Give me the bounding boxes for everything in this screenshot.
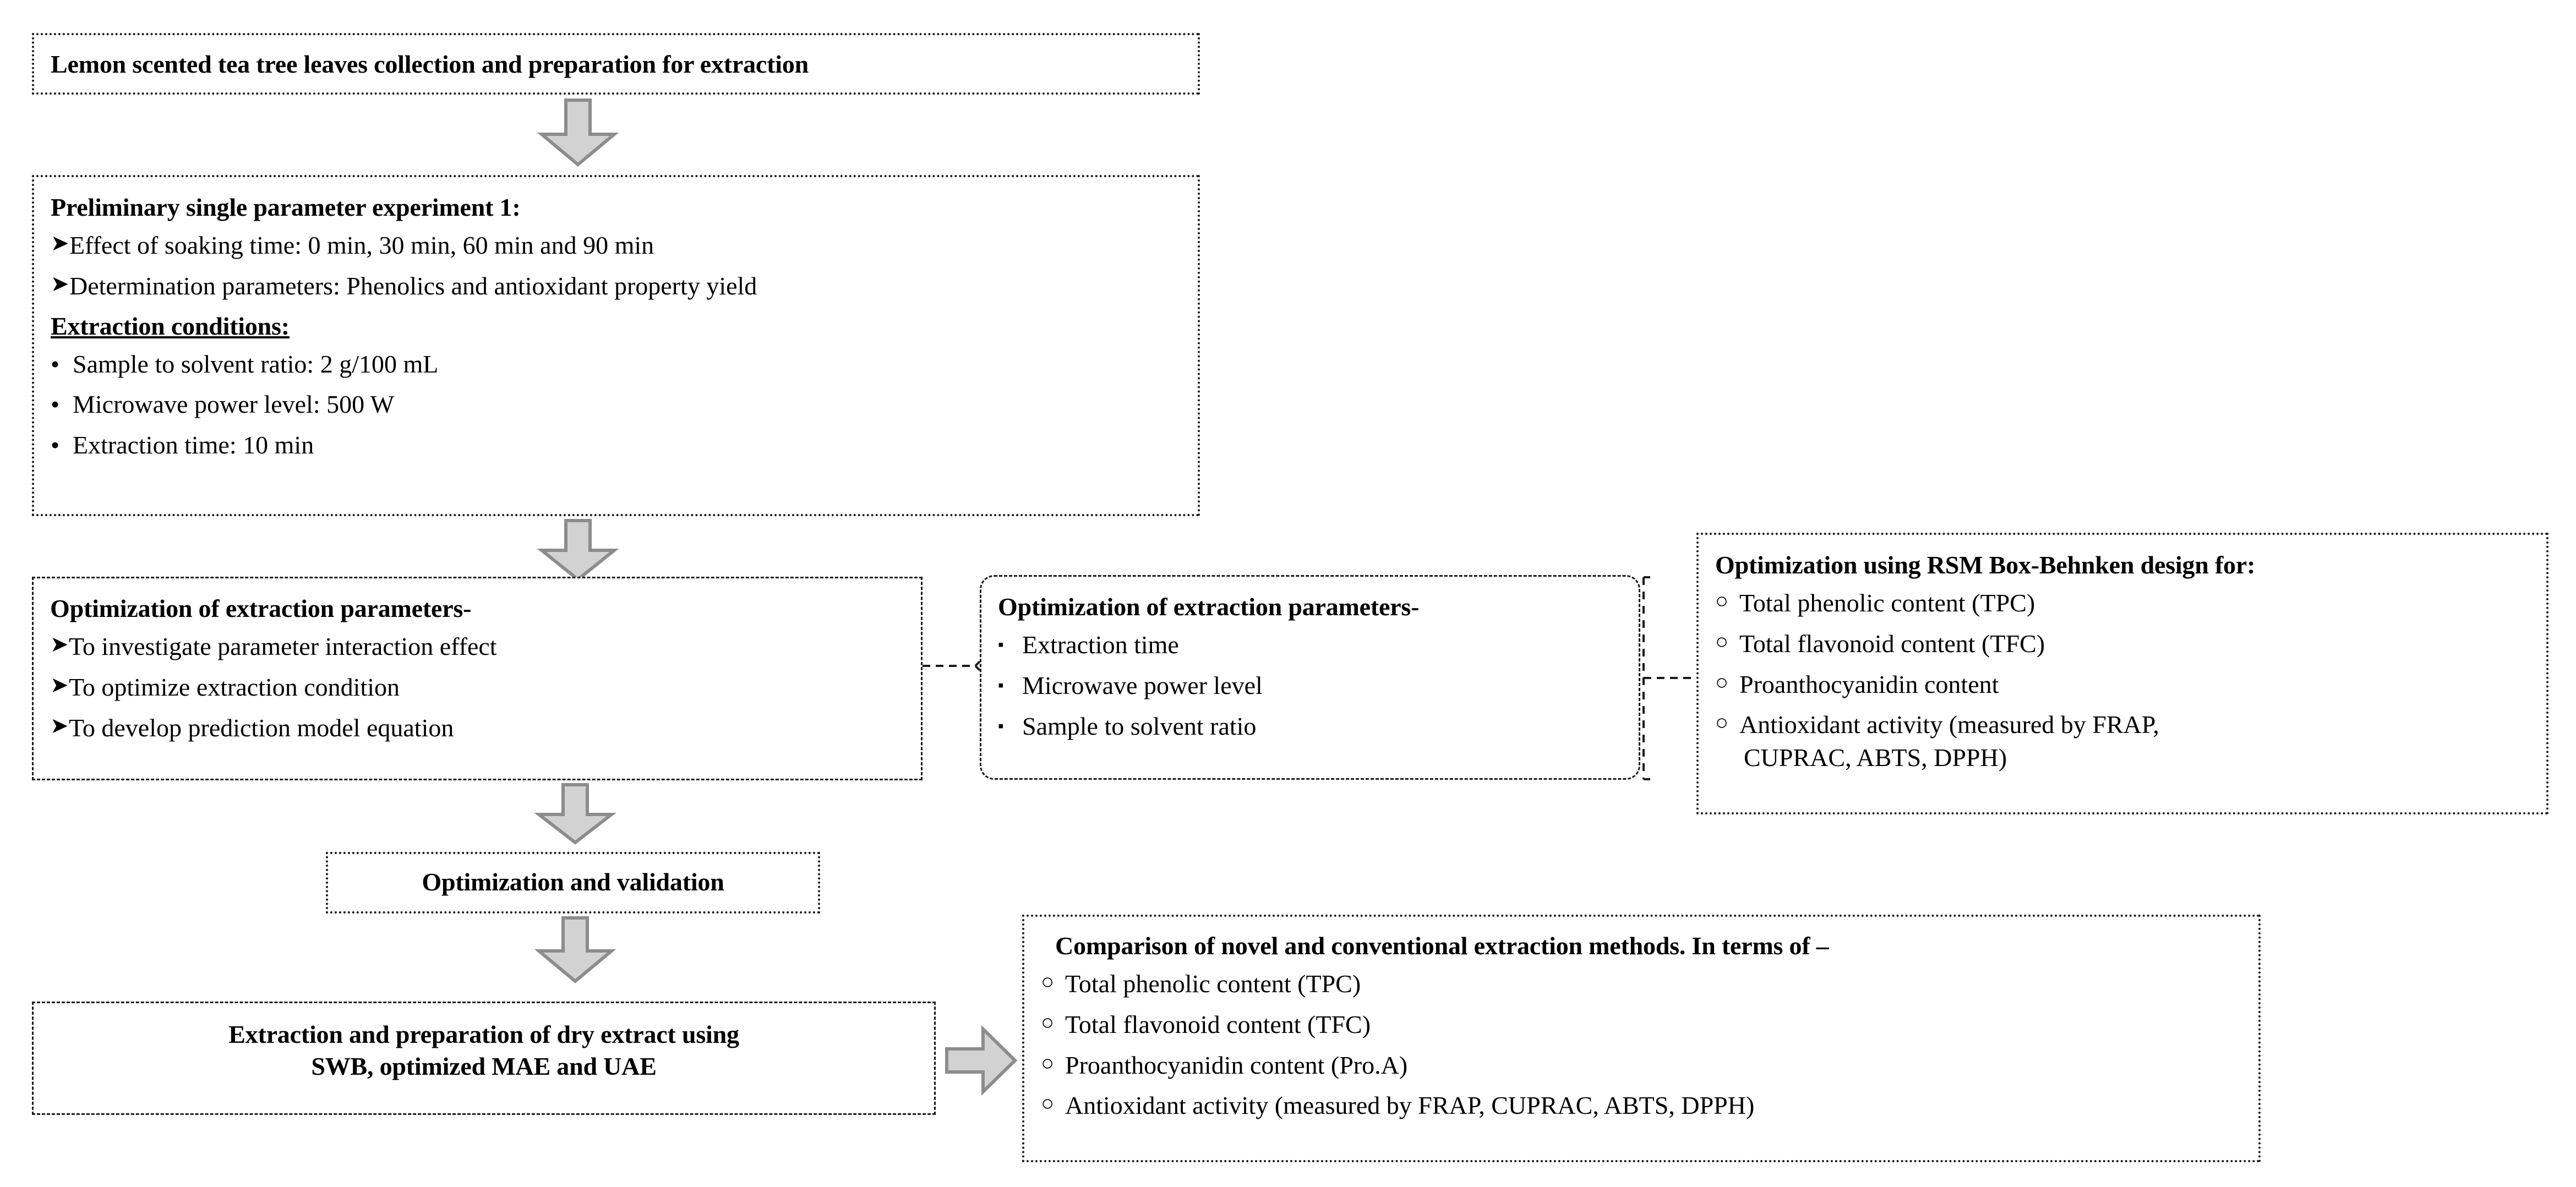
arrow-bullet-icon: ➤ [51,271,69,296]
node-preliminary: Preliminary single parameter experiment … [32,175,1200,516]
down-arrow-3 [534,783,616,845]
node-collection: Lemon scented tea tree leaves collection… [32,33,1200,95]
node-optimization-middle-heading: Optimization of extraction parameters- [998,593,1420,621]
down-arrow-2 [537,519,619,582]
dot-bullet-icon: • [51,431,60,460]
list-item: • Extraction time: 10 min [51,429,1181,462]
node-rsm-heading: Optimization using RSM Box-Behnken desig… [1715,551,2256,579]
list-item-label: Extraction time: 10 min [73,431,314,460]
list-item: ➤ Determination parameters: Phenolics an… [51,270,1181,303]
list-item-label: Proanthocyanidin content (Pro.A) [1065,1051,1408,1079]
list-item-label: Extraction time [1022,630,1179,659]
list-item: ○ Total phenolic content (TPC) [1715,587,2530,620]
square-bullet-icon: ▪ [998,635,1004,654]
bracket-connector-middle-to-rsm [1642,576,1693,780]
list-item: • Microwave power level: 500 W [51,388,1181,421]
list-item: ○ Total phenolic content (TPC) [1041,967,2242,1000]
circle-bullet-icon: ○ [1715,628,1729,654]
node-comparison-heading: Comparison of novel and conventional ext… [1055,932,1829,960]
node-rsm: Optimization using RSM Box-Behnken desig… [1696,533,2548,814]
list-item-label: Antioxidant activity (measured by FRAP, [1739,710,2159,739]
list-item-label: To optimize extraction condition [69,672,400,701]
list-item: ○ Total flavonoid content (TFC) [1715,627,2530,660]
list-item-label: To develop prediction model equation [69,713,454,742]
node-optimization-middle: Optimization of extraction parameters- ▪… [980,575,1640,780]
list-item: ○ Proanthocyanidin content [1715,668,2530,701]
node-preliminary-subheading: Extraction conditions: [51,311,290,340]
list-item: ○ Total flavonoid content (TFC) [1041,1008,2242,1041]
node-comparison: Comparison of novel and conventional ext… [1022,915,2261,1162]
circle-bullet-icon: ○ [1041,1009,1055,1035]
node-extraction-heading-line-2: SWB, optimized MAE and UAE [311,1052,657,1080]
list-item-label: Sample to solvent ratio [1022,712,1257,740]
list-item-label: Proanthocyanidin content [1739,670,1999,698]
list-item: ➤ To investigate parameter interaction e… [50,630,904,663]
list-item: ○ Antioxidant activity (measured by FRAP… [1715,708,2530,774]
circle-bullet-icon: ○ [1715,588,1729,613]
circle-bullet-icon: ○ [1041,1091,1055,1116]
node-preliminary-heading: Preliminary single parameter experiment … [51,193,521,221]
dot-bullet-icon: • [51,349,60,378]
list-item-label: Total phenolic content (TPC) [1739,588,2035,617]
node-validation: Optimization and validation [326,852,820,914]
arrow-bullet-icon: ➤ [50,672,69,697]
list-item: ➤ To develop prediction model equation [50,712,904,745]
list-item-label: Microwave power level [1022,671,1263,699]
list-item-label: Total flavonoid content (TFC) [1065,1010,1371,1038]
node-optimization-left-heading: Optimization of extraction parameters- [50,594,472,622]
arrow-bullet-icon: ➤ [50,631,69,657]
circle-bullet-icon: ○ [1041,1050,1055,1075]
list-item: ○ Proanthocyanidin content (Pro.A) [1041,1049,2242,1082]
list-item: ○ Antioxidant activity (measured by FRAP… [1041,1089,2242,1122]
list-item: ▪ Sample to solvent ratio [998,710,1622,743]
elbow-connector-left-to-middle [923,660,981,671]
list-item-label: Total flavonoid content (TFC) [1739,629,2045,658]
circle-bullet-icon: ○ [1715,710,1729,735]
list-item-label: Antioxidant activity (measured by FRAP, … [1065,1091,1755,1120]
node-optimization-left: Optimization of extraction parameters- ➤… [32,577,923,780]
circle-bullet-icon: ○ [1715,669,1729,694]
down-arrow-4 [534,916,616,983]
list-item: ▪ Extraction time [998,628,1622,661]
list-item-label: Determination parameters: Phenolics and … [69,271,757,300]
arrow-bullet-icon: ➤ [50,713,69,738]
list-item: • Sample to solvent ratio: 2 g/100 mL [51,348,1181,381]
list-item: ➤ Effect of soaking time: 0 min, 30 min,… [51,229,1181,262]
list-item-label: Total phenolic content (TPC) [1065,969,1361,998]
list-item-label-continuation: CUPRAC, ABTS, DPPH) [1744,743,2007,772]
node-extraction-heading-line-1: Extraction and preparation of dry extrac… [228,1020,739,1048]
arrow-bullet-icon: ➤ [51,230,69,255]
node-validation-heading: Optimization and validation [422,868,724,896]
square-bullet-icon: ▪ [998,676,1004,694]
dot-bullet-icon: • [51,390,60,419]
list-item: ➤ To optimize extraction condition [50,671,904,704]
list-item: ▪ Microwave power level [998,669,1622,702]
list-item-label: To investigate parameter interaction eff… [69,632,497,660]
circle-bullet-icon: ○ [1041,969,1055,994]
node-collection-heading: Lemon scented tea tree leaves collection… [51,50,809,78]
right-arrow-extraction-to-comparison [945,1025,1018,1096]
square-bullet-icon: ▪ [998,716,1004,735]
down-arrow-1 [537,99,619,167]
list-item-label: Sample to solvent ratio: 2 g/100 mL [73,349,439,378]
list-item-label: Effect of soaking time: 0 min, 30 min, 6… [69,231,654,259]
list-item-label: Microwave power level: 500 W [73,390,395,419]
node-extraction: Extraction and preparation of dry extrac… [32,1002,936,1115]
